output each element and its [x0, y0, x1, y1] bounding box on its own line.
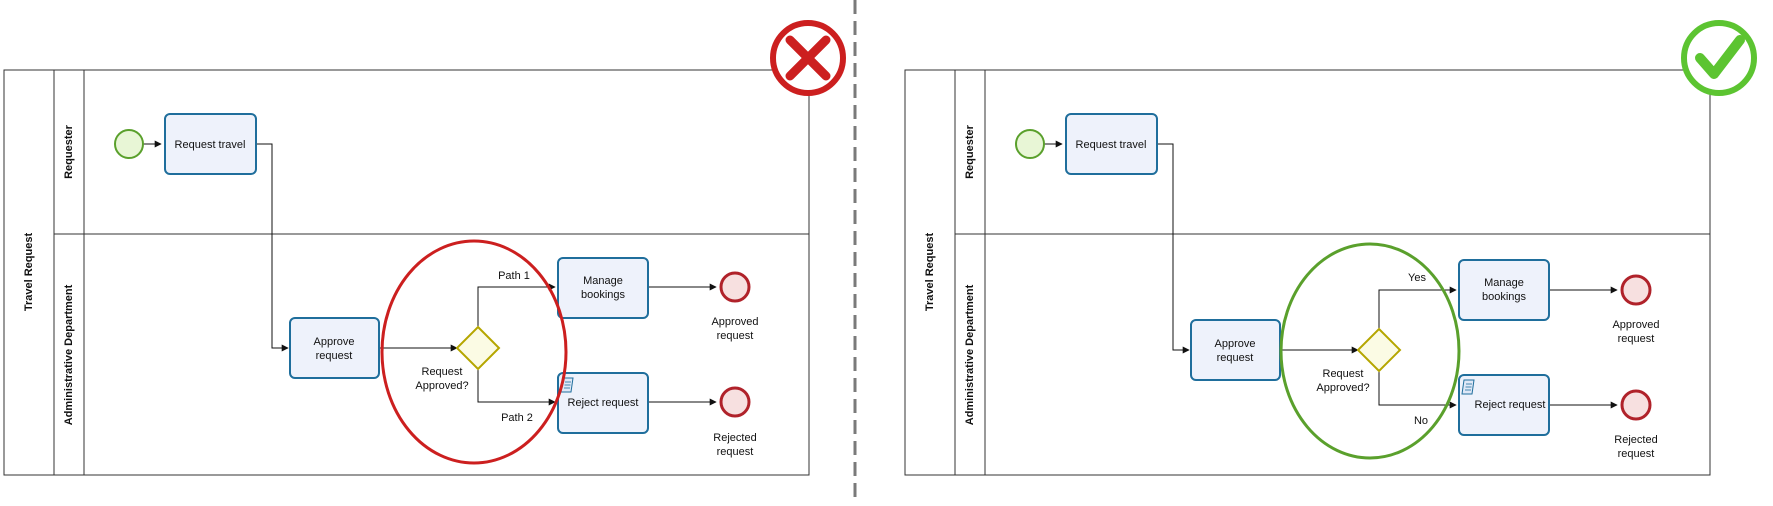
task-label-line-1: Approve	[314, 336, 355, 348]
task-reject-request[interactable]: Reject request	[1458, 374, 1550, 436]
end-label-line-1: Approved	[711, 316, 758, 328]
exclusive-gateway[interactable]	[1356, 327, 1402, 373]
end-event-rejected[interactable]	[1620, 389, 1652, 421]
x-mark-icon	[770, 20, 846, 96]
end-label-line-2: request	[717, 446, 754, 458]
right-example: Travel Request Requester Administrative …	[904, 20, 1757, 476]
flow-request-to-approve	[1157, 143, 1190, 354]
lane-label-administrative: Administrative Department	[964, 284, 976, 425]
task-label-line-1: Manage	[583, 275, 623, 287]
gateway-label-line-1: Request	[1323, 368, 1364, 380]
task-request-travel[interactable]: Request travel	[164, 113, 257, 175]
task-label: Reject request	[568, 397, 639, 409]
end-event-rejected[interactable]	[719, 386, 751, 418]
pool-label: Travel Request	[924, 233, 936, 312]
task-request-travel[interactable]: Request travel	[1065, 113, 1158, 175]
task-label-line-2: request	[1217, 352, 1254, 364]
lane-label-requester: Requester	[964, 124, 976, 179]
end-label-line-2: request	[1618, 333, 1655, 345]
lane-label-requester: Requester	[63, 124, 75, 179]
flow-yes	[1378, 286, 1457, 329]
end-label-line-2: request	[1618, 448, 1655, 460]
end-label-line-1: Rejected	[713, 432, 756, 444]
flow-label-upper: Path 1	[498, 270, 530, 282]
flow-path-2	[477, 369, 556, 406]
task-approve-request[interactable]: Approve request	[289, 317, 380, 379]
gateway-label-line-2: Approved?	[415, 380, 468, 392]
script-task-icon	[1461, 379, 1475, 395]
flow-no	[1378, 371, 1457, 409]
flow-label-lower: No	[1414, 415, 1428, 427]
task-label: Request travel	[1076, 139, 1147, 151]
lane-label-administrative: Administrative Department	[63, 284, 75, 425]
wrong-example: Travel Request Requester Administrative …	[3, 20, 846, 476]
check-mark-icon	[1681, 20, 1757, 96]
task-reject-request[interactable]: Reject request	[557, 372, 649, 434]
end-event-approved[interactable]	[1620, 274, 1652, 306]
start-event[interactable]	[114, 129, 144, 159]
end-label-line-1: Approved	[1612, 319, 1659, 331]
task-label-line-1: Manage	[1484, 277, 1524, 289]
end-label-line-1: Rejected	[1614, 434, 1657, 446]
flow-path-1	[477, 283, 556, 327]
task-approve-request[interactable]: Approve request	[1190, 319, 1281, 381]
task-label-line-2: request	[316, 350, 353, 362]
flow-request-to-approve	[256, 143, 289, 352]
gateway-label-line-2: Approved?	[1316, 382, 1369, 394]
end-label-line-2: request	[717, 330, 754, 342]
gateway-label-line-1: Request	[422, 366, 463, 378]
end-event-approved[interactable]	[719, 271, 751, 303]
task-label: Request travel	[175, 139, 246, 151]
task-label: Reject request	[1475, 399, 1546, 411]
task-manage-bookings[interactable]: Manage bookings	[557, 257, 649, 319]
highlight-ellipse	[380, 239, 568, 465]
task-label-line-2: bookings	[581, 289, 626, 301]
exclusive-gateway[interactable]	[455, 325, 501, 371]
highlight-ellipse	[1279, 242, 1461, 460]
flow-label-lower: Path 2	[501, 412, 533, 424]
pool-label: Travel Request	[23, 233, 35, 312]
task-manage-bookings[interactable]: Manage bookings	[1458, 259, 1550, 321]
task-label-line-1: Approve	[1215, 338, 1256, 350]
flow-label-upper: Yes	[1408, 272, 1426, 284]
start-event[interactable]	[1015, 129, 1045, 159]
task-label-line-2: bookings	[1482, 291, 1527, 303]
